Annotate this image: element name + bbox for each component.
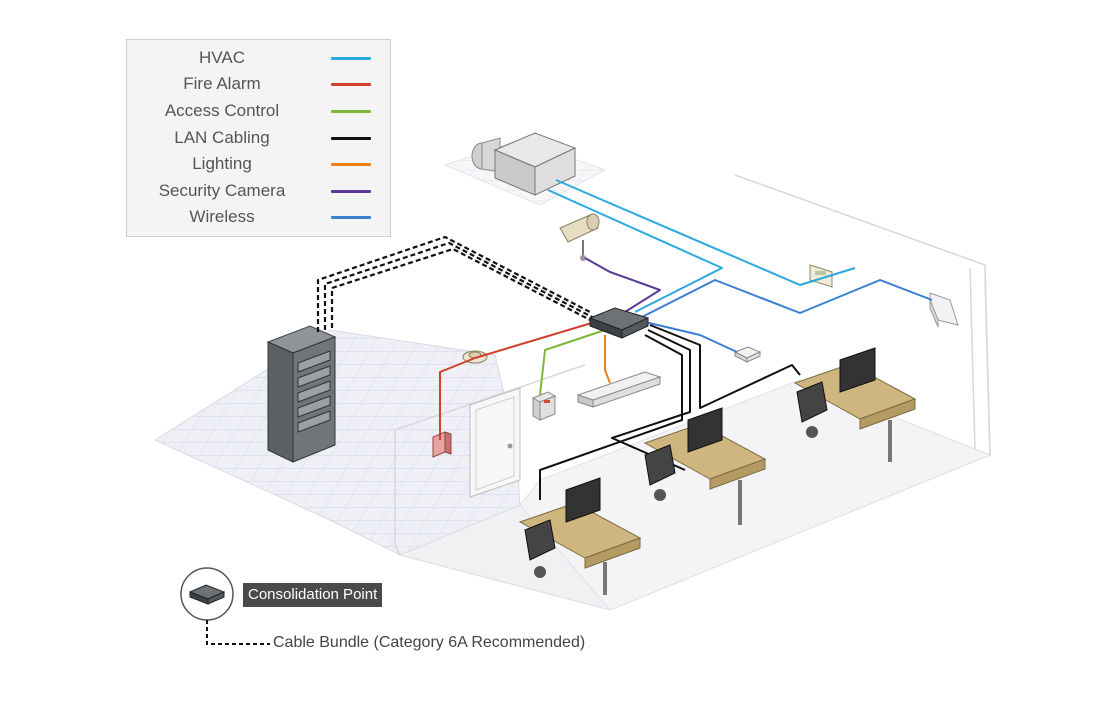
key-consolidation-point-icon — [188, 584, 226, 605]
legend-item-access-control: Access Control — [127, 98, 392, 124]
cable-bundle-label: Cable Bundle (Category 6A Recommended) — [273, 634, 586, 651]
legend-label: Security Camera — [158, 181, 286, 200]
legend-label: Lighting — [192, 154, 252, 173]
legend-label: Wireless — [189, 207, 255, 226]
legend-swatch — [331, 83, 371, 86]
legend: HVAC Fire Alarm Access Control LAN Cabli… — [126, 39, 391, 237]
legend-swatch — [331, 110, 371, 113]
workstation-icon — [518, 347, 917, 595]
legend-item-security-camera: Security Camera — [127, 178, 392, 204]
consolidation-point-icon — [588, 307, 650, 339]
desk-front — [518, 477, 642, 595]
access-control-panel-icon — [531, 391, 557, 421]
legend-item-fire-alarm: Fire Alarm — [127, 71, 392, 97]
security-camera-icon — [559, 213, 600, 261]
legend-swatch — [331, 57, 371, 60]
legend-swatch — [331, 216, 371, 219]
cable-runs — [316, 179, 933, 500]
legend-item-hvac: HVAC — [127, 45, 392, 71]
thermostat-icon — [809, 264, 833, 288]
legend-label: HVAC — [199, 48, 245, 67]
ceiling-access-point-icon — [733, 346, 762, 363]
legend-label: Access Control — [164, 101, 280, 120]
legend-item-lan-cabling: LAN Cabling — [127, 125, 392, 151]
legend-label: LAN Cabling — [174, 128, 270, 147]
walls — [394, 174, 991, 556]
door-icon — [469, 387, 521, 498]
desk-back — [793, 347, 917, 462]
desk-middle — [643, 407, 767, 525]
hvac-unit-icon — [471, 132, 577, 196]
legend-swatch — [331, 163, 371, 166]
fire-alarm-pull-station-icon — [432, 431, 452, 458]
light-fixture-icon — [576, 371, 662, 408]
key-cable-bundle-line — [206, 620, 270, 645]
consolidation-point-label: Consolidation Point — [243, 583, 383, 607]
legend-item-lighting: Lighting — [127, 151, 392, 177]
floor — [153, 329, 992, 611]
legend-swatch — [331, 190, 371, 193]
server-rack-icon — [266, 325, 337, 463]
key-graphics — [180, 567, 270, 645]
wireless-access-point-icon — [929, 292, 959, 328]
legend-swatch — [331, 137, 371, 140]
legend-item-wireless: Wireless — [127, 204, 392, 230]
legend-label: Fire Alarm — [183, 74, 261, 93]
